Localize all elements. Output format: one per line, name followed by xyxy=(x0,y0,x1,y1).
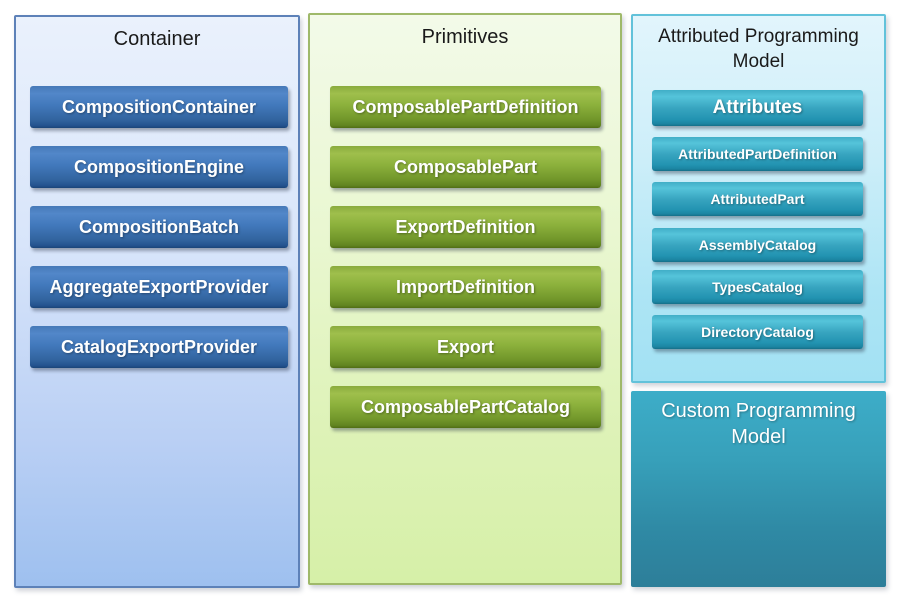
node-attributed-part-definition: AttributedPartDefinition xyxy=(652,137,863,171)
node-composable-part-definition: ComposablePartDefinition xyxy=(330,86,601,128)
node-import-definition: ImportDefinition xyxy=(330,266,601,308)
custom-panel-title: Custom Programming Model xyxy=(661,400,856,448)
node-attributed-part: AttributedPart xyxy=(652,182,863,216)
node-export: Export xyxy=(330,326,601,368)
node-composition-engine: CompositionEngine xyxy=(30,146,288,188)
node-composable-part: ComposablePart xyxy=(330,146,601,188)
node-catalog-export-provider: CatalogExportProvider xyxy=(30,326,288,368)
node-export-definition: ExportDefinition xyxy=(330,206,601,248)
node-assembly-catalog: AssemblyCatalog xyxy=(652,228,863,262)
primitives-panel-title: Primitives xyxy=(421,26,509,48)
node-directory-catalog: DirectoryCatalog xyxy=(652,315,863,349)
attributed-programming-model-panel: Attributed Programming Model Attributes … xyxy=(631,14,886,383)
node-aggregate-export-provider: AggregateExportProvider xyxy=(30,266,288,308)
node-composition-container: CompositionContainer xyxy=(30,86,288,128)
node-composable-part-catalog: ComposablePartCatalog xyxy=(330,386,601,428)
primitives-panel: Primitives ComposablePartDefinition Comp… xyxy=(308,13,622,585)
container-panel: Container CompositionContainer Compositi… xyxy=(14,15,300,588)
node-types-catalog: TypesCatalog xyxy=(652,270,863,304)
attributed-panel-title: Attributed Programming Model xyxy=(658,26,859,72)
container-panel-title: Container xyxy=(113,28,201,50)
custom-programming-model-panel: Custom Programming Model xyxy=(631,391,886,587)
node-composition-batch: CompositionBatch xyxy=(30,206,288,248)
node-attributes: Attributes xyxy=(652,90,863,126)
